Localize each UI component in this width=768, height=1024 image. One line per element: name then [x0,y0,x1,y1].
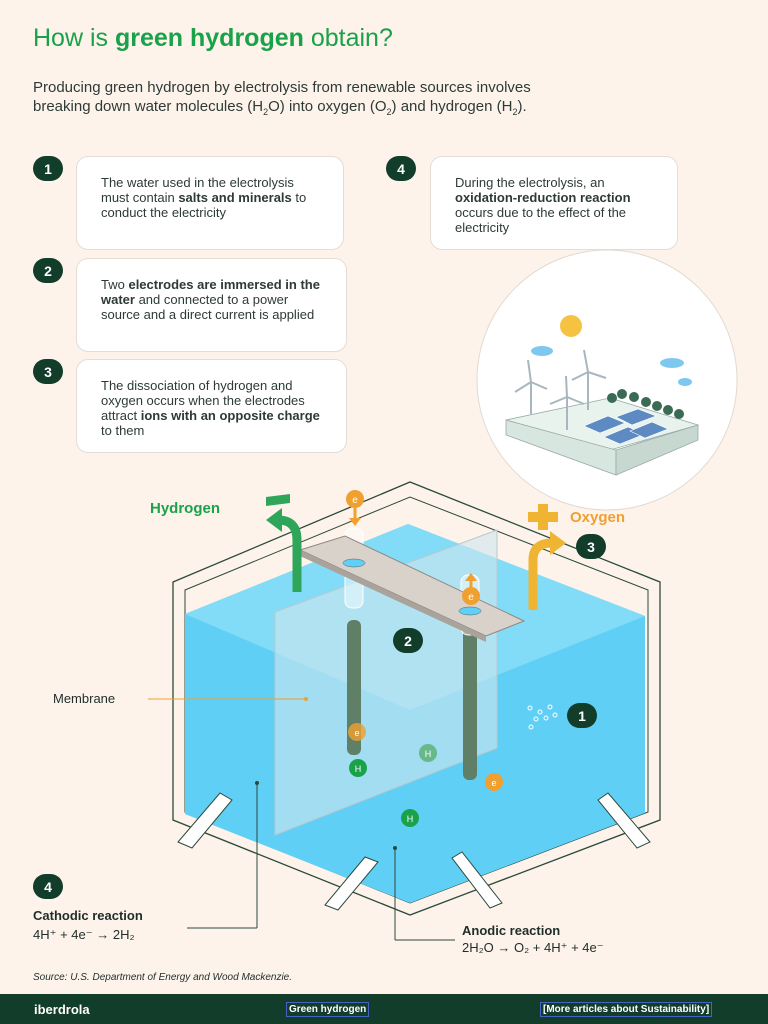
iberdrola-logo[interactable]: iberdrola [34,1002,90,1017]
membrane-label: Membrane [53,691,116,706]
step-number-2: 2 [33,258,63,283]
electron-icon: e [348,723,366,741]
solar-panel-icon [583,408,669,445]
diagram-marker-3: 3 [576,534,606,559]
oxygen-label: Oxygen [570,509,626,526]
plus-icon [528,504,558,530]
source-note: Source: U.S. Department of Energy and Wo… [33,972,293,983]
cloud-icon [678,378,692,386]
diagram-marker-2: 2 [393,628,423,653]
cathode-electrode [347,620,361,755]
intro-text: Producing green hydrogen by electrolysis… [33,79,531,117]
svg-text:e: e [354,728,359,738]
bubbles-icon [527,704,558,730]
wind-turbine-icon [514,349,607,430]
page-title: How is green hydrogen obtain? [33,24,393,52]
electron-icon [462,587,480,605]
svg-text:H: H [425,749,432,759]
sun-icon [560,315,582,337]
step-card-3: The dissociation of hydrogen and oxygen … [76,359,347,453]
cathodic-reaction-title: Cathodic reaction [33,908,143,923]
cloud-icon [660,358,684,368]
svg-text:e: e [352,495,358,506]
cathodic-reaction-equation: 4H⁺ + 4e⁻ → 2H₂ [33,927,135,942]
svg-text:H: H [355,764,362,774]
step-card-1: The water used in the electrolysis must … [76,156,344,250]
footer-bar: iberdrola Green hydrogen [More articles … [0,994,768,1024]
proton-icon: H [401,809,419,827]
step-number-1: 1 [33,156,63,181]
anodic-reaction-equation: 2H₂O → O₂ + 4H⁺ + 4e⁻ [462,940,604,955]
diagram-marker-1: 1 [567,703,597,728]
step-card-4: During the electrolysis, an oxidation-re… [430,156,678,250]
trees-icon [607,389,684,419]
anode-electrode [463,610,477,780]
electrolysis-diagram: e e e e H H H [148,249,738,941]
svg-text:e: e [491,778,496,788]
minus-icon [266,494,290,506]
step-card-2: Two electrodes are immersed in the water… [76,258,347,352]
electron-icon [346,490,364,508]
diagram-marker-4: 4 [33,874,63,899]
hydrogen-label: Hydrogen [150,500,221,517]
proton-icon: H [349,759,367,777]
step-number-3: 3 [33,359,63,384]
anodic-reaction-title: Anodic reaction [462,923,561,938]
svg-text:e: e [468,592,474,603]
electron-icon: e [485,773,503,791]
svg-text:H: H [407,814,414,824]
cloud-icon [531,346,553,356]
more-articles-link[interactable]: [More articles about Sustainability] [540,1002,713,1017]
hydrogen-arrow-icon [266,508,282,532]
oxygen-arrow-icon [550,531,566,555]
step-number-4: 4 [386,156,416,181]
proton-icon: H [419,744,437,762]
renewable-energy-illustration [476,249,738,511]
green-hydrogen-link[interactable]: Green hydrogen [286,1002,370,1017]
